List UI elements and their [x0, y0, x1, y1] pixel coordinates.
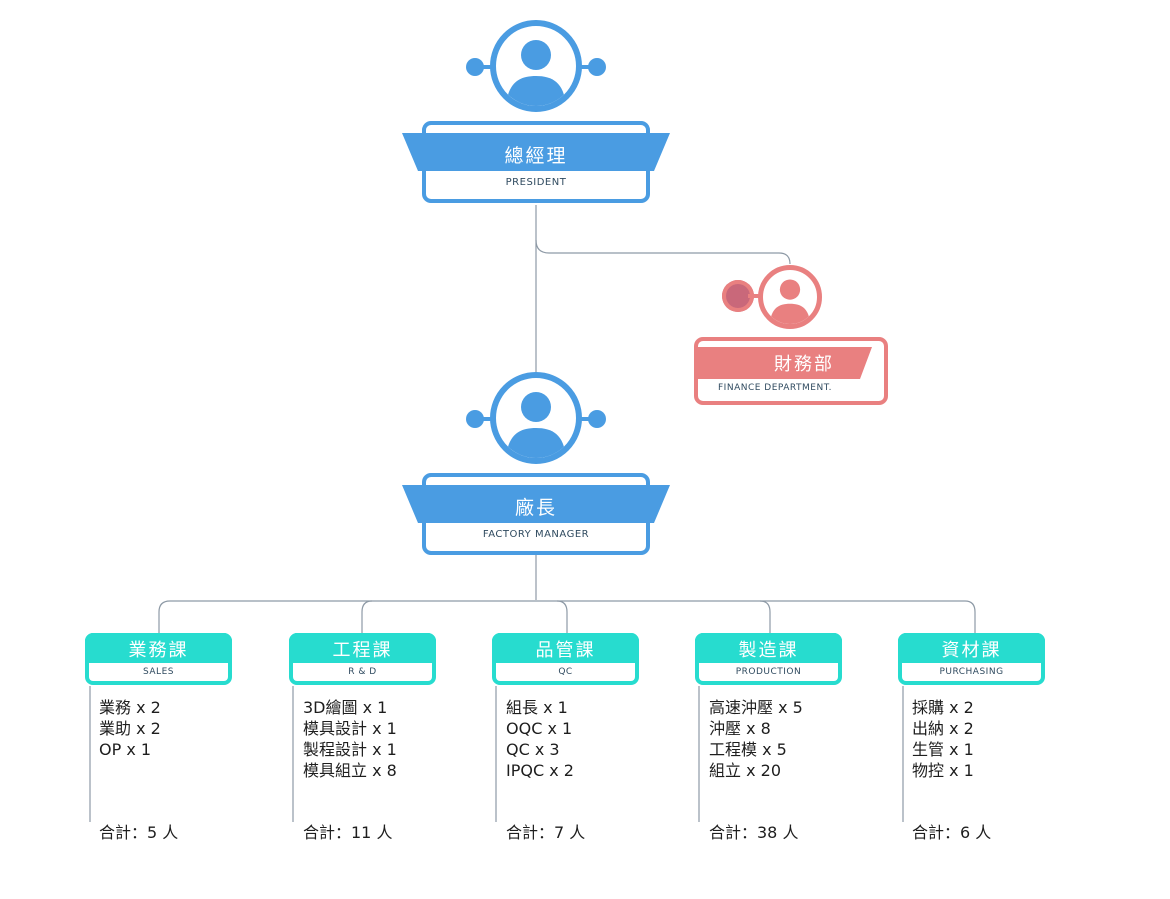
person-icon	[758, 265, 822, 329]
president-card: 總經理 PRESIDENT	[402, 121, 670, 203]
dept-subtitle: PRODUCTION	[735, 667, 802, 677]
dept-subtitle: PURCHASING	[939, 667, 1004, 677]
finance-card: 財務部 FINANCE DEPARTMENT.	[694, 337, 888, 405]
dept-total: 合計：6 人	[912, 823, 992, 842]
finance-avatar-group	[722, 265, 826, 329]
dept-subtitle: SALES	[143, 667, 174, 677]
connector-dot	[466, 58, 484, 76]
staff-item: 工程模 x 5	[709, 740, 787, 759]
dept-total: 合計：5 人	[99, 823, 179, 842]
staff-item: 物控 x 1	[912, 761, 974, 780]
staff-item: 業務 x 2	[99, 698, 161, 717]
staff-item: 生管 x 1	[912, 740, 974, 759]
staff-item: 組立 x 20	[709, 761, 782, 780]
staff-item: 模具設計 x 1	[303, 719, 397, 738]
dept-header	[492, 633, 639, 663]
dept-title: 工程課	[332, 640, 393, 661]
finance-ribbon	[694, 347, 872, 379]
dept-subtitle: R & D	[348, 667, 377, 677]
staff-item: 業助 x 2	[99, 719, 161, 738]
dept-total: 合計：38 人	[709, 823, 799, 842]
dept-subtitle: QC	[558, 667, 573, 677]
connector-dot	[466, 410, 484, 428]
factory-manager-ribbon	[402, 485, 670, 523]
president-avatar-group	[466, 20, 606, 112]
dept-total: 合計：11 人	[303, 823, 393, 842]
staff-item: 採購 x 2	[912, 698, 974, 717]
dept-staff-list: 3D繪圖 x 1 模具設計 x 1 製程設計 x 1 模具組立 x 8	[303, 697, 473, 781]
dept-header	[898, 633, 1045, 663]
finance-subtitle: FINANCE DEPARTMENT.	[718, 383, 832, 393]
factory-manager-card: 廠長 FACTORY MANAGER	[402, 473, 670, 555]
dept-staff-list: 組長 x 1 OQC x 1 QC x 3 IPQC x 2	[506, 697, 676, 781]
president-title: 總經理	[504, 145, 568, 167]
finance-title: 財務部	[774, 354, 834, 375]
person-icon	[490, 20, 582, 112]
dept-staff-list: 高速沖壓 x 5 沖壓 x 8 工程模 x 5 組立 x 20	[709, 697, 879, 781]
dept-title: 品管課	[535, 640, 596, 661]
dept-staff-list: 業務 x 2 業助 x 2 OP x 1	[99, 697, 269, 760]
dept-total: 合計：7 人	[506, 823, 586, 842]
president-ribbon	[402, 133, 670, 171]
staff-item: 製程設計 x 1	[303, 740, 397, 759]
dept-staff-list: 採購 x 2 出納 x 2 生管 x 1 物控 x 1	[912, 697, 1082, 781]
connector-dot	[588, 58, 606, 76]
president-subtitle: PRESIDENT	[505, 177, 567, 188]
dept-title: 業務課	[128, 640, 189, 661]
staff-item: IPQC x 2	[506, 761, 574, 780]
staff-item: QC x 3	[506, 740, 560, 759]
dept-header	[289, 633, 436, 663]
dept-title: 製造課	[738, 640, 799, 661]
dept-header	[85, 633, 232, 663]
person-icon	[490, 372, 582, 464]
staff-item: 模具組立 x 8	[303, 761, 397, 780]
staff-item: 沖壓 x 8	[709, 719, 771, 738]
dept-title: 資材課	[941, 640, 1002, 661]
connector-bar	[748, 294, 764, 298]
staff-item: 高速沖壓 x 5	[709, 698, 803, 717]
staff-item: 組長 x 1	[506, 698, 568, 717]
staff-item: 3D繪圖 x 1	[303, 698, 388, 717]
staff-item: OP x 1	[99, 740, 152, 759]
factory-manager-title: 廠長	[514, 497, 557, 519]
staff-item: 出納 x 2	[912, 719, 974, 738]
factory-manager-subtitle: FACTORY MANAGER	[482, 529, 590, 540]
dept-header	[695, 633, 842, 663]
staff-item: OQC x 1	[506, 719, 573, 738]
factory-manager-avatar-group	[466, 372, 606, 464]
connector-dot	[588, 410, 606, 428]
